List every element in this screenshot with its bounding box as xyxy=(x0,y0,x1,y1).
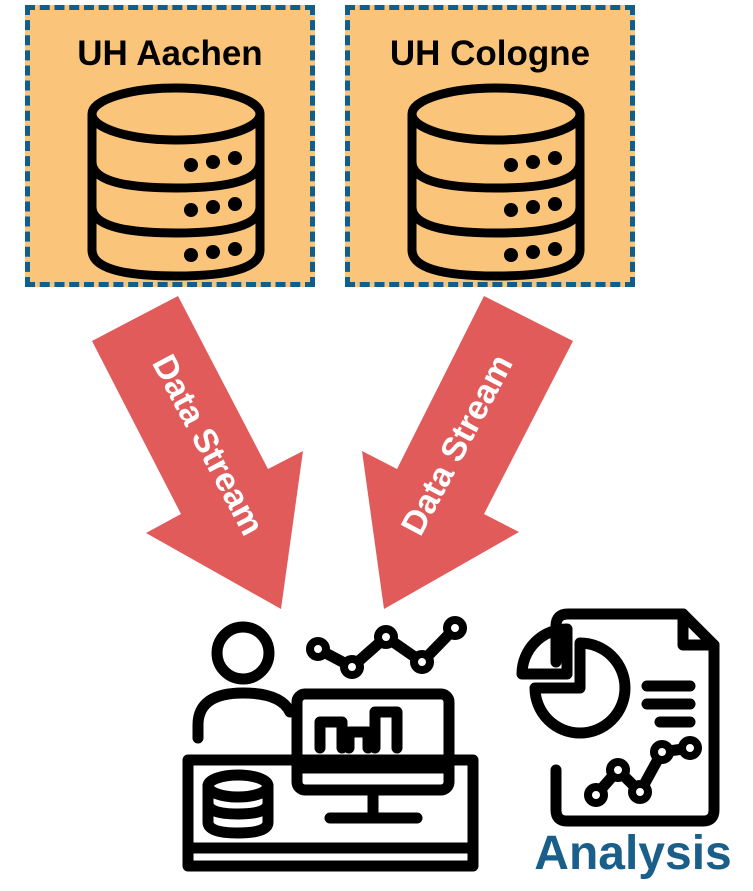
database-icon xyxy=(87,83,265,281)
source-box-aachen: UH Aachen xyxy=(25,5,315,287)
analysis-label: Analysis xyxy=(534,827,732,880)
source-label-cologne: UH Cologne xyxy=(389,34,591,73)
database-icon xyxy=(407,83,585,281)
source-box-cologne: UH Cologne xyxy=(345,5,635,287)
source-label-aachen: UH Aachen xyxy=(77,34,263,73)
